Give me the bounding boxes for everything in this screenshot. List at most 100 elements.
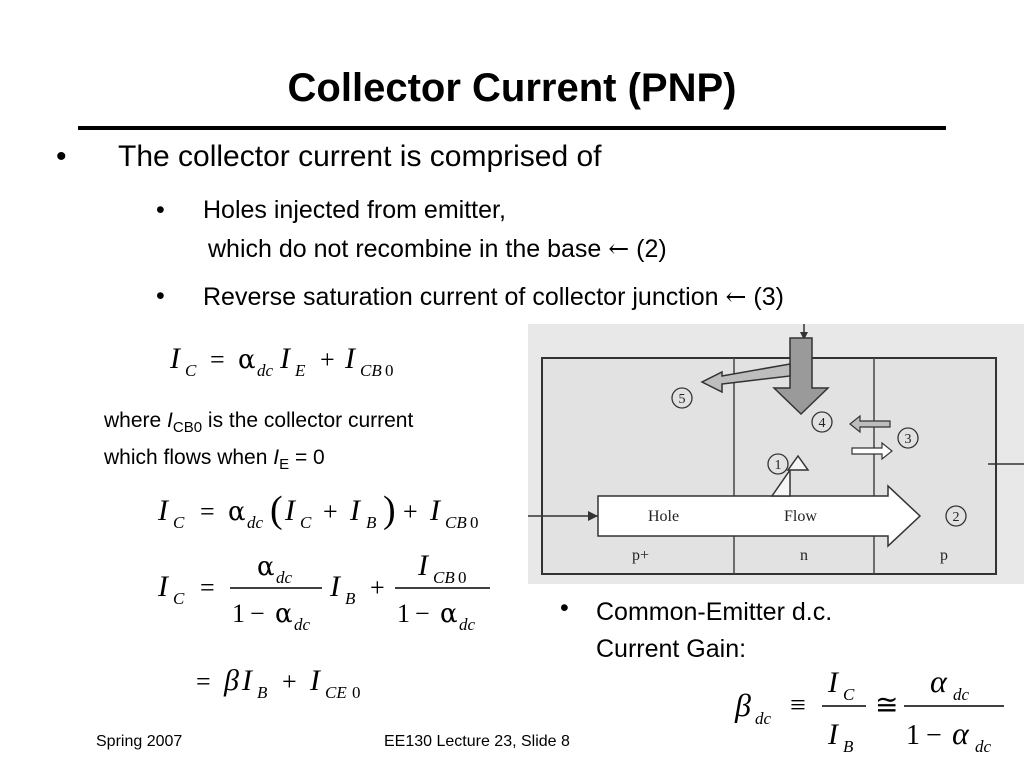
- hole-label: Hole: [648, 508, 679, 525]
- svg-text:C: C: [173, 513, 185, 532]
- equation-2: I C = α dc ( I C + I B ) + I CB 0: [157, 489, 479, 532]
- hole-flow-arrow: [597, 484, 922, 548]
- flow-label: Flow: [784, 508, 817, 525]
- where-note-line2: which flows when IE = 0: [104, 446, 325, 474]
- svg-text:I: I: [279, 342, 292, 375]
- sub-bullet-1-line2: which do not recombine in the base ← (2): [208, 234, 667, 264]
- svg-text:−: −: [415, 599, 430, 628]
- svg-text:(: (: [270, 489, 283, 531]
- sub-bullet-2: Reverse saturation current of collector …: [203, 282, 784, 312]
- slide-title: Collector Current (PNP): [287, 66, 737, 110]
- svg-text:I: I: [157, 570, 170, 603]
- electron-injection-arrow: [700, 363, 791, 394]
- recombination-path-arrow: [770, 454, 810, 497]
- svg-text:α: α: [440, 599, 458, 629]
- svg-text:1: 1: [397, 599, 410, 628]
- svg-text:dc: dc: [257, 361, 274, 380]
- circle-2-label: 2: [953, 510, 960, 525]
- generation-electron-arrow: [849, 414, 891, 434]
- svg-text:β: β: [734, 687, 751, 723]
- svg-text:CB: CB: [445, 513, 467, 532]
- common-emitter-line2: Current Gain:: [596, 635, 747, 663]
- circled-labels: [671, 387, 967, 527]
- equation-4: = β I B + I CE 0: [196, 664, 361, 702]
- title-rule: [78, 126, 946, 130]
- svg-text:B: B: [257, 683, 268, 702]
- svg-text:I: I: [169, 342, 182, 375]
- svg-text:I: I: [827, 666, 840, 699]
- region-label-p-plus: p+: [632, 547, 649, 564]
- equation-1: I C = α dc I E + I CB 0: [169, 342, 394, 380]
- svg-text:=: =: [200, 497, 215, 526]
- svg-text:I: I: [329, 570, 342, 603]
- svg-text:I: I: [157, 494, 170, 527]
- svg-text:CB: CB: [360, 361, 382, 380]
- svg-text:C: C: [843, 685, 855, 704]
- equation-5: β dc ≡ I C I B ≅ α dc 1 − α dc: [734, 663, 1004, 756]
- svg-text:α: α: [257, 552, 275, 582]
- circle-4-label: 4: [819, 416, 826, 431]
- where-note-line1: where ICB0 is the collector current: [104, 409, 414, 437]
- bullet-main-text: The collector current is comprised of: [118, 140, 602, 173]
- pnp-flow-figure: 1 2 3 4 5 Hole Flow p+ n p: [528, 324, 1024, 584]
- svg-text:=: =: [210, 345, 225, 374]
- sub-bullet-1-line1: Holes injected from emitter,: [203, 196, 506, 224]
- sub-bullet-2-text: Reverse saturation current of collector …: [203, 283, 719, 311]
- svg-text:I: I: [429, 494, 442, 527]
- sub-bullet-1-line2-text: which do not recombine in the base: [208, 235, 602, 263]
- bullet-main-glyph: •: [56, 140, 67, 173]
- svg-text:B: B: [843, 737, 854, 756]
- svg-text:1: 1: [232, 599, 245, 628]
- circle-5-label: 5: [679, 392, 686, 407]
- svg-text:I: I: [284, 494, 297, 527]
- svg-text:0: 0: [352, 683, 361, 702]
- svg-text:−: −: [926, 720, 942, 751]
- svg-text:CB: CB: [433, 568, 455, 587]
- sub-bullet-2-glyph: •: [156, 282, 165, 310]
- figure-pnp-diagram: 1 2 3 4 5 Hole Flow p+ n p: [528, 324, 1024, 584]
- svg-text:I: I: [309, 664, 322, 697]
- svg-text:I: I: [827, 718, 840, 751]
- svg-text:I: I: [417, 549, 430, 582]
- svg-text:C: C: [300, 513, 312, 532]
- svg-text:dc: dc: [276, 568, 293, 587]
- generation-hole-arrow: [851, 441, 893, 461]
- svg-text:0: 0: [385, 361, 394, 380]
- svg-text:CE: CE: [325, 683, 347, 702]
- base-current-arrow: [772, 337, 830, 416]
- svg-text:0: 0: [458, 568, 467, 587]
- svg-text:−: −: [250, 599, 265, 628]
- svg-text:dc: dc: [459, 615, 476, 634]
- svg-text:+: +: [403, 497, 418, 526]
- svg-text:I: I: [349, 494, 362, 527]
- svg-text:C: C: [185, 361, 197, 380]
- svg-text:=: =: [196, 667, 211, 696]
- left-arrow-icon: ←: [608, 234, 630, 263]
- svg-text:dc: dc: [755, 709, 772, 728]
- svg-text:dc: dc: [953, 685, 970, 704]
- svg-text:=: =: [200, 573, 215, 602]
- svg-text:1: 1: [906, 720, 920, 751]
- svg-text:≡: ≡: [790, 690, 806, 721]
- region-label-n: n: [800, 547, 808, 564]
- svg-text:≅: ≅: [875, 690, 898, 721]
- svg-text:dc: dc: [247, 513, 264, 532]
- svg-text:+: +: [370, 573, 385, 602]
- common-emitter-text: Common-Emitter d.c. Current Gain:: [596, 594, 832, 668]
- svg-text:+: +: [320, 345, 335, 374]
- svg-text:α: α: [228, 497, 246, 527]
- circle-1-label: 1: [775, 458, 782, 473]
- circle-3-label: 3: [905, 432, 912, 447]
- left-arrow-icon: ←: [725, 282, 747, 311]
- footer-center: EE130 Lecture 23, Slide 8: [384, 733, 570, 750]
- svg-text:dc: dc: [975, 737, 992, 756]
- svg-text:E: E: [294, 361, 306, 380]
- sub-bullet-2-ref: (3): [753, 283, 784, 311]
- svg-text:α: α: [952, 715, 970, 751]
- svg-text:α: α: [238, 345, 256, 375]
- svg-text:α: α: [275, 599, 293, 629]
- sub-bullet-1-glyph: •: [156, 196, 165, 224]
- svg-text:): ): [383, 489, 396, 531]
- svg-text:B: B: [366, 513, 377, 532]
